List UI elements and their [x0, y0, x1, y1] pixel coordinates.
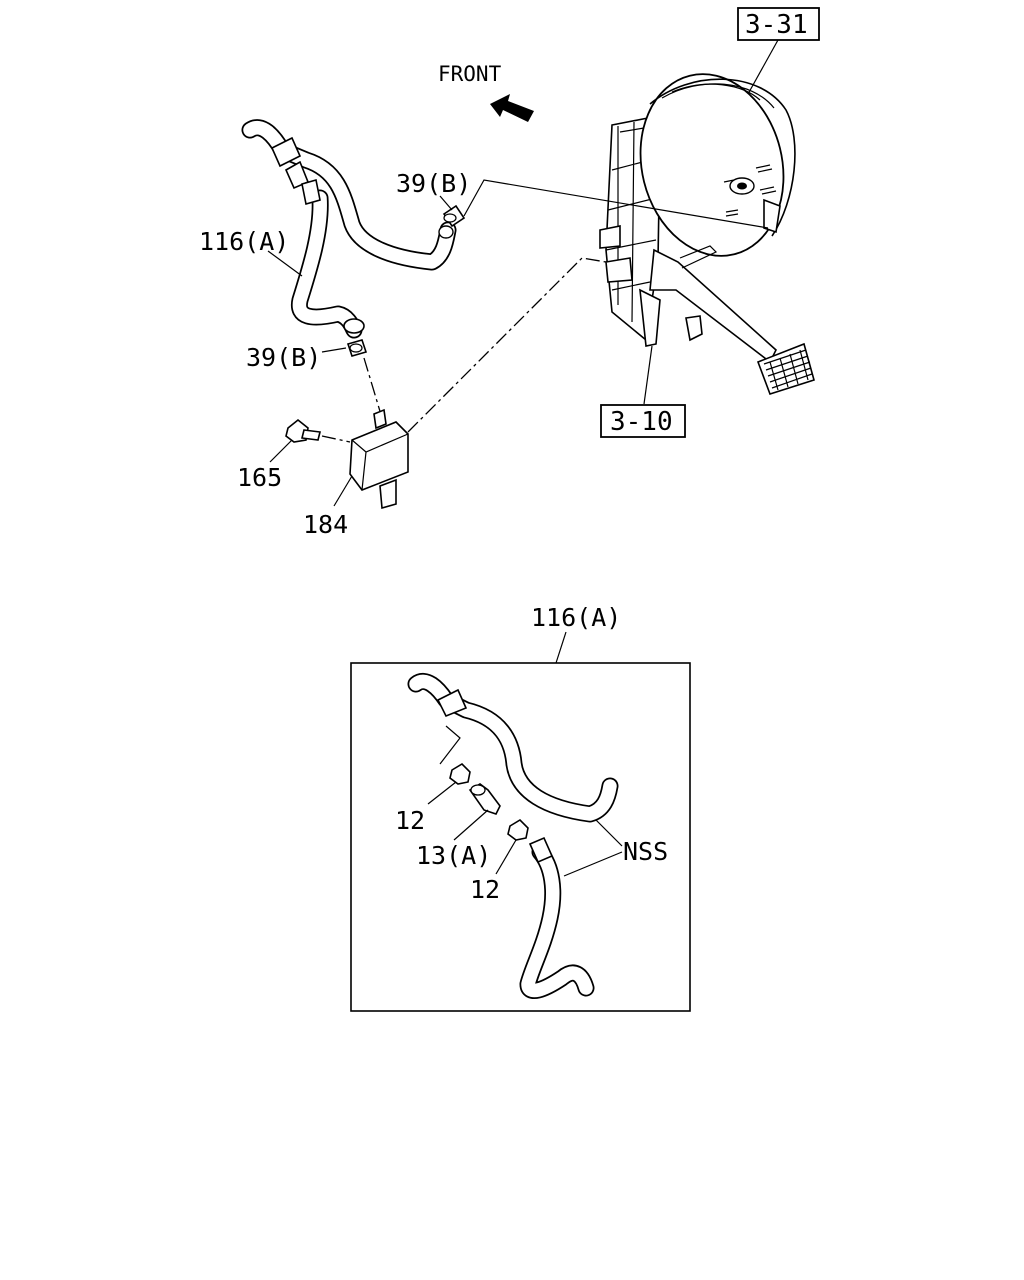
bolt-callout: 165	[237, 463, 282, 492]
connector-39b-lower	[346, 339, 368, 357]
detail-joint	[468, 783, 501, 815]
detail-clip-lower	[507, 818, 529, 841]
clip-lower-callout: 12	[470, 875, 500, 904]
vacuum-hose-upper	[241, 119, 457, 339]
bracket-callout: 184	[303, 510, 348, 539]
pedal-ref-box: 3-10	[600, 404, 686, 438]
connector-lower-callout: 39(B)	[246, 343, 321, 372]
detail-hose-upper	[407, 672, 619, 823]
detail-clip-upper	[449, 762, 471, 785]
booster-ref-label: 3-31	[745, 10, 808, 40]
bracket-184	[349, 408, 409, 510]
hose-main-callout: 116(A)	[199, 227, 289, 256]
connector-39b-upper	[442, 204, 466, 228]
brake-booster-assembly	[599, 73, 815, 395]
nss-callout: NSS	[623, 837, 668, 866]
pedal-ref-label: 3-10	[610, 407, 673, 437]
front-label: FRONT	[438, 62, 502, 86]
joint-callout: 13(A)	[416, 841, 491, 870]
clip-upper-callout: 12	[395, 806, 425, 835]
detail-hose-lower	[519, 836, 595, 999]
booster-ref-box: 3-31	[737, 7, 820, 41]
bolt-165	[285, 418, 321, 443]
connector-upper-callout: 39(B)	[396, 169, 471, 198]
detail-title: 116(A)	[531, 603, 621, 632]
arrow-left-up-icon	[490, 94, 534, 122]
